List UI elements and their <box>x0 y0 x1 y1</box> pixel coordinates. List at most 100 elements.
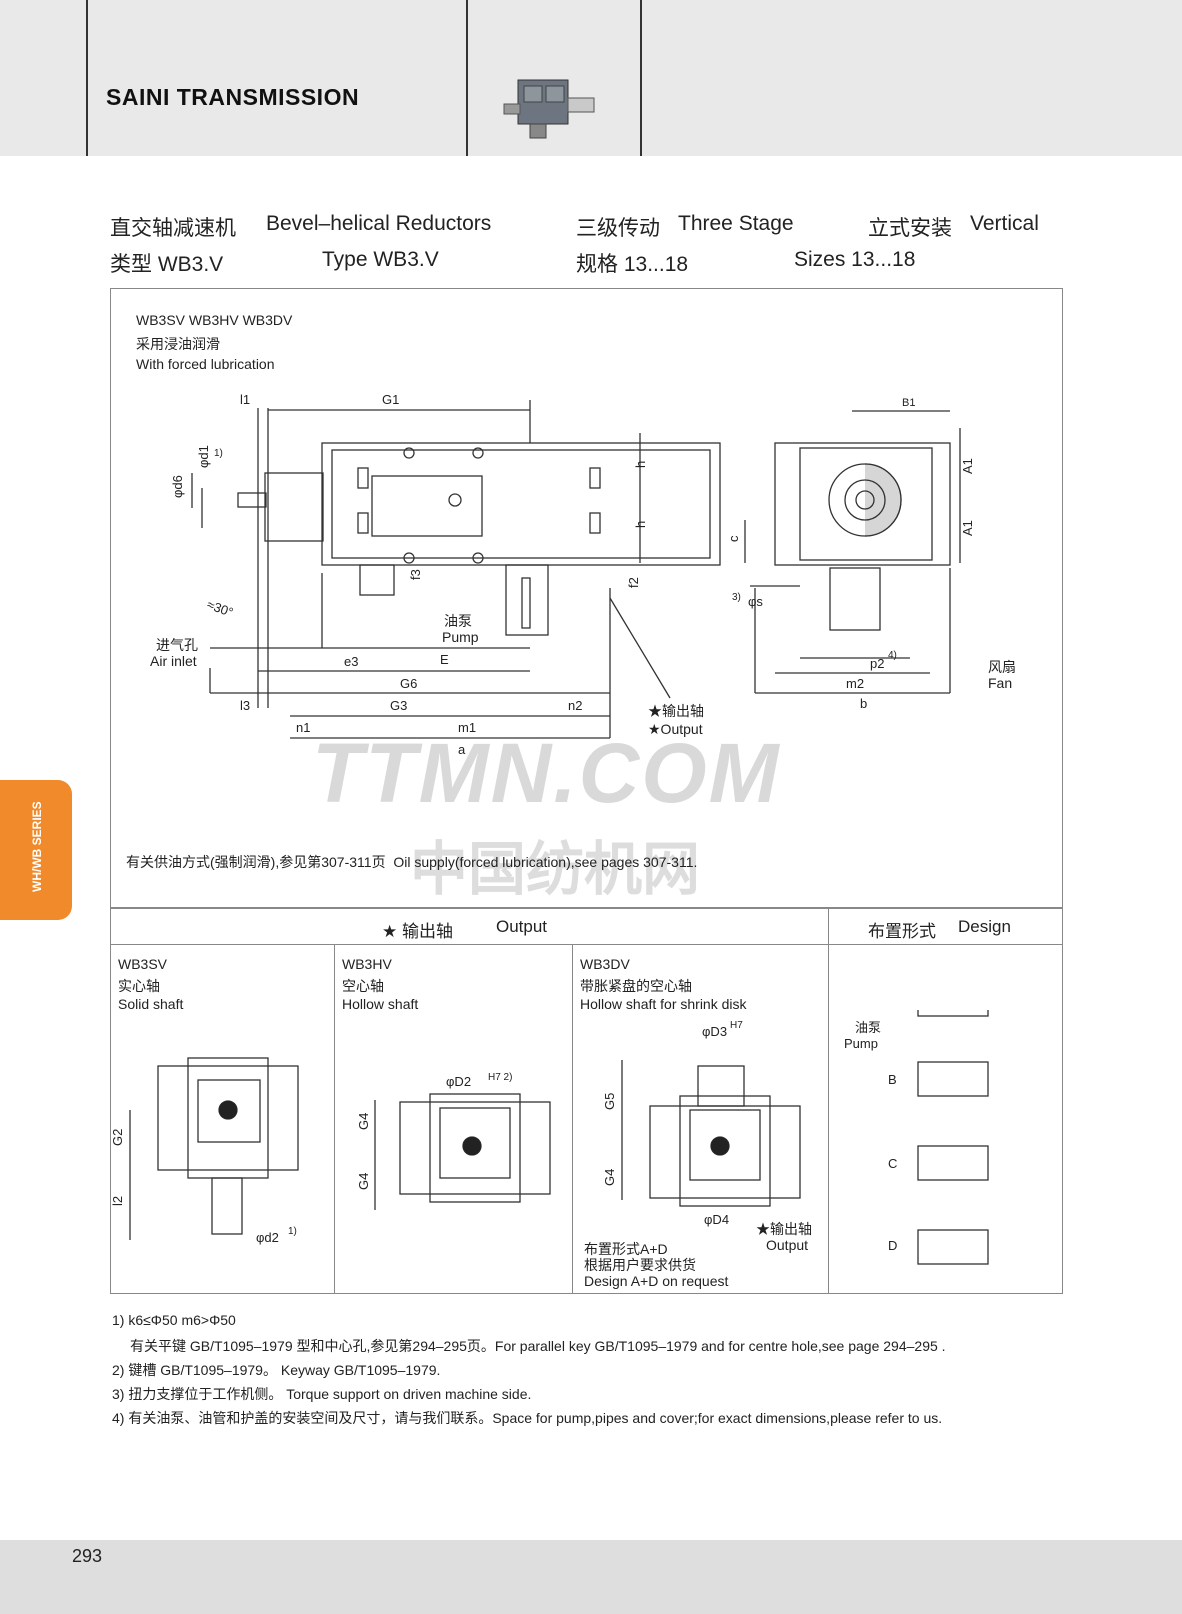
fan-en: Fan <box>988 675 1012 691</box>
dim-G4: G4 <box>602 1169 617 1186</box>
output-en: ★Output <box>648 721 703 737</box>
header-divider <box>86 0 88 156</box>
title-cn-type: 类型 WB3.V <box>110 253 224 276</box>
dim-G1: G1 <box>382 392 399 407</box>
footer-band <box>0 1540 1182 1614</box>
output-title-cn: ★ 输出轴 <box>382 922 453 941</box>
shrink-cn: 带胀紧盘的空心轴 <box>580 978 692 994</box>
request-cn: 根据用户要求供货 <box>584 1257 696 1273</box>
note-1b: 有关平键 GB/T1095–1979 型和中心孔,参见第294–295页。For… <box>130 1338 946 1354</box>
dim-D2-note: H7 2) <box>488 1072 512 1083</box>
dim-D3: φD3 <box>702 1024 727 1039</box>
dim-m2: m2 <box>846 676 864 691</box>
title-en-product: Bevel–helical Reductors <box>266 212 492 235</box>
hollow-en: Hollow shaft <box>342 996 419 1012</box>
dim-c: c <box>726 535 741 542</box>
title-cn-sizes: 规格 13...18 <box>576 253 689 276</box>
dim-l2: l2 <box>110 1196 125 1206</box>
dim-G4: G4 <box>356 1113 371 1130</box>
dim-d1-note: 1) <box>214 448 223 459</box>
table-divider <box>828 908 829 1294</box>
lubrication-cn: 采用浸油润滑 <box>136 336 220 352</box>
dim-f2: f2 <box>626 577 641 588</box>
solid-en: Solid shaft <box>118 996 184 1012</box>
output-title-en: Output <box>496 917 548 936</box>
dim-d2-note: 1) <box>288 1226 297 1237</box>
air-inlet-cn: 进气孔 <box>156 637 198 653</box>
shrink-output-en: Output <box>766 1237 808 1253</box>
dim-n1: n1 <box>296 720 310 735</box>
pump-cn: 油泵 <box>444 613 472 629</box>
dim-A1: A1 <box>960 520 975 536</box>
dim-m1: m1 <box>458 720 476 735</box>
pump-en: Pump <box>442 629 479 645</box>
table-divider <box>572 944 573 1294</box>
design-C: C <box>888 1156 897 1171</box>
output-variants-drawing: G2 l2 φd2 1) φD2 H7 2) G4 G4 φD3 H7 G5 G… <box>110 1010 989 1289</box>
dim-G5: G5 <box>602 1093 617 1110</box>
watermark-line2: 中国纺机网 <box>410 837 701 902</box>
design-A: A <box>888 1010 897 1013</box>
output-cn: ★输出轴 <box>648 703 704 719</box>
oil-supply-note: 有关供油方式(强制润滑),参见第307-311页 Oil supply(forc… <box>126 854 698 870</box>
dim-f3: f3 <box>408 569 423 580</box>
design-pump-cn: 油泵 <box>855 1020 881 1035</box>
fan-cn: 风扇 <box>988 659 1016 675</box>
shrink-output-cn: ★输出轴 <box>756 1221 812 1237</box>
shrink-code: WB3DV <box>580 956 630 972</box>
lubrication-en: With forced lubrication <box>136 356 275 372</box>
dim-p2: p2 <box>870 656 884 671</box>
title-en-type: Type WB3.V <box>322 248 439 271</box>
dim-G2: G2 <box>110 1129 125 1146</box>
series-side-tab-label: WH/WB SERIES <box>30 801 44 892</box>
dim-l3: l3 <box>240 698 250 713</box>
solid-cn: 实心轴 <box>118 978 160 994</box>
dim-B1: B1 <box>902 397 915 409</box>
dim-h: h <box>633 521 648 528</box>
title-cn-stage: 三级传动 <box>576 217 660 240</box>
design-D: D <box>888 1238 897 1253</box>
dim-a: a <box>458 742 466 757</box>
dim-D4: φD4 <box>704 1212 729 1227</box>
series-side-tab <box>0 780 72 920</box>
dim-A1: A1 <box>960 458 975 474</box>
main-drawing-box <box>110 288 1063 908</box>
dim-G6: G6 <box>400 676 417 691</box>
dim-G4: G4 <box>356 1173 371 1190</box>
design-pump-en: Pump <box>844 1036 878 1051</box>
dim-E: E <box>440 652 449 667</box>
header-divider <box>640 0 642 156</box>
brand-logo: SAINI TRANSMISSION <box>106 84 360 110</box>
page-number: 293 <box>72 1546 103 1566</box>
dim-d2: φd2 <box>256 1230 279 1245</box>
table-divider <box>110 944 1063 945</box>
dim-d6: φd6 <box>170 475 185 498</box>
note-3: 3) 扭力支撑位于工作机侧。 Torque support on driven … <box>112 1386 532 1402</box>
title-cn-product: 直交轴减速机 <box>110 217 236 240</box>
hollow-cn: 空心轴 <box>342 978 384 994</box>
title-en-stage: Three Stage <box>678 212 794 235</box>
solid-code: WB3SV <box>118 956 168 972</box>
design-title-en: Design <box>958 917 1011 936</box>
title-en-sizes: Sizes 13...18 <box>794 248 916 271</box>
dim-l1: l1 <box>240 392 250 407</box>
model-list: WB3SV WB3HV WB3DV <box>136 312 293 328</box>
table-divider <box>334 944 335 1294</box>
design-title-cn: 布置形式 <box>868 922 936 941</box>
dim-p2-note: 4) <box>888 650 897 661</box>
note-1: 1) k6≤Φ50 m6>Φ50 <box>112 1312 236 1328</box>
dim-G3: G3 <box>390 698 407 713</box>
title-cn-mount: 立式安装 <box>868 217 952 240</box>
design-ad-cn: 布置形式A+D <box>584 1241 668 1257</box>
shrink-en: Hollow shaft for shrink disk <box>580 996 747 1012</box>
header-band <box>0 0 1182 156</box>
dim-s: φs <box>748 594 763 609</box>
dim-b: b <box>860 696 867 711</box>
note-4: 4) 有关油泵、油管和护盖的安装空间及尺寸，请与我们联系。Space for p… <box>112 1410 943 1426</box>
title-en-mount: Vertical <box>970 212 1039 235</box>
request-en: Design A+D on request <box>584 1273 728 1289</box>
dim-e3: e3 <box>344 654 358 669</box>
design-B: B <box>888 1072 897 1087</box>
front-and-side-view-drawing: l1 G1 φd1 1) φd6 h h f3 f2 ≈30° 进气孔 Air … <box>150 392 1016 757</box>
note-2: 2) 键槽 GB/T1095–1979。 Keyway GB/T1095–197… <box>112 1362 441 1378</box>
